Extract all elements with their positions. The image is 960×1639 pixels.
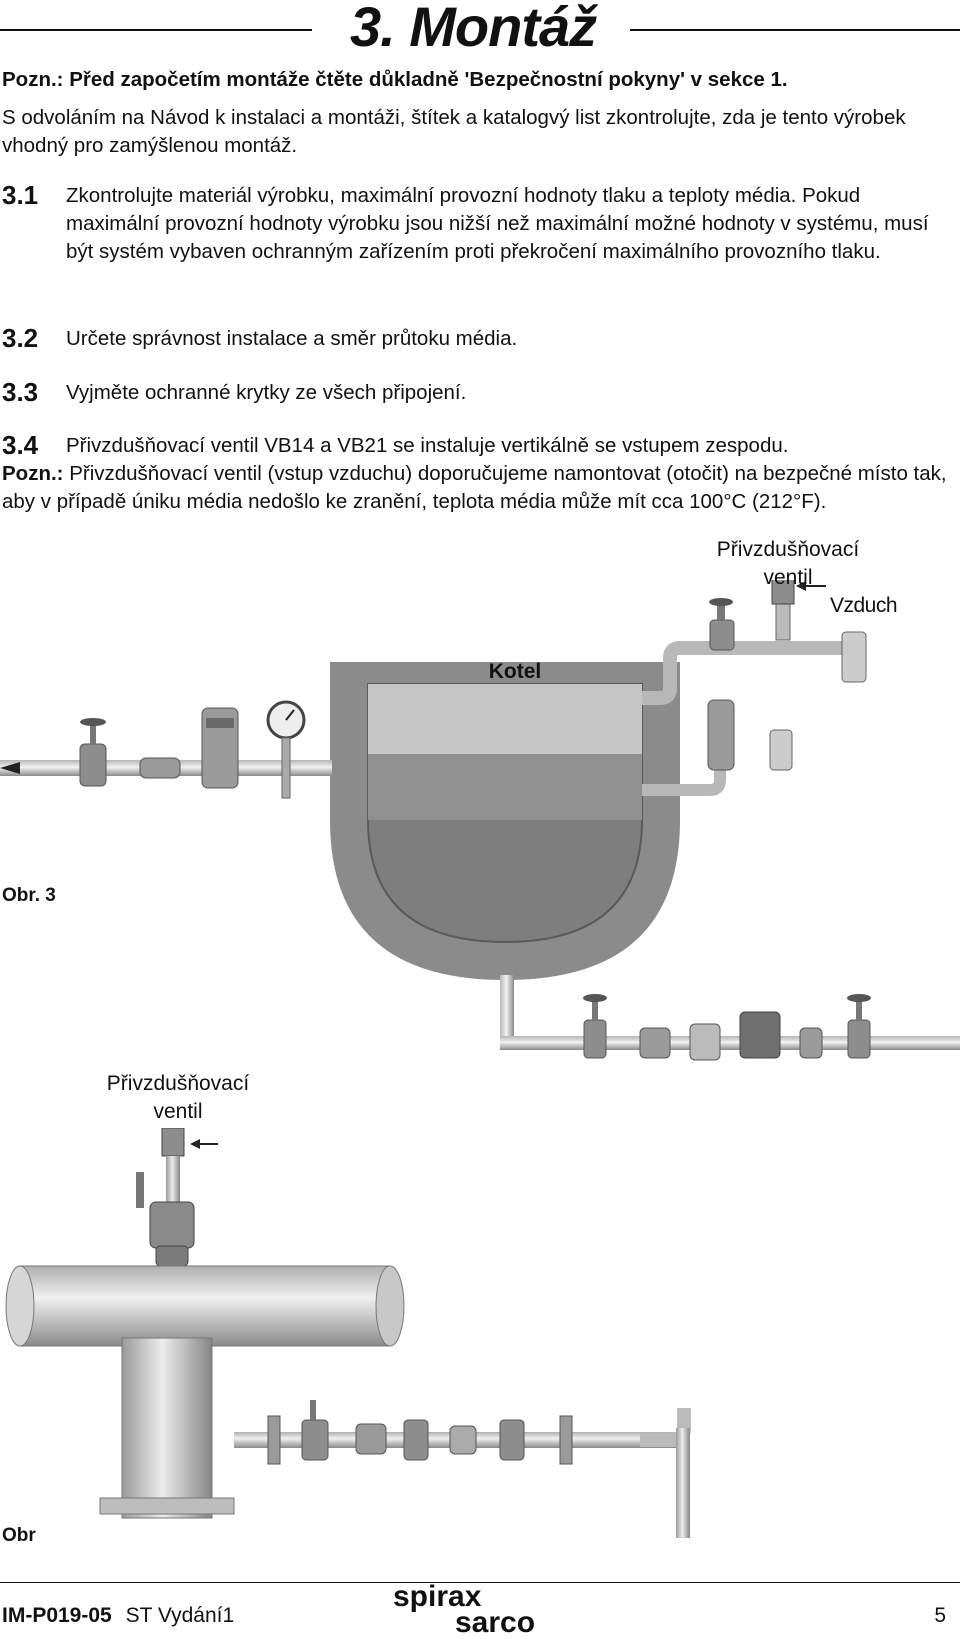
section-text-3-3: Vyjměte ochranné krytky ze všech připoje…	[66, 381, 467, 404]
section-text-3-2: Určete správnost instalace a směr průtok…	[66, 327, 518, 350]
intro-paragraph: S odvoláním na Návod k instalaci a montá…	[2, 106, 906, 157]
boiler-label: Kotel	[488, 660, 542, 683]
page-header: 3. Montáž	[0, 0, 960, 60]
section-number-3-2: 3.2	[2, 323, 39, 353]
drain-line-with-fittings	[234, 1400, 691, 1538]
note2-label: Pozn.:	[2, 462, 64, 485]
notice-label: Pozn.:	[2, 68, 64, 91]
note-valve-placement: Pozn.: Přivzdušňovací ventil (vstup vzdu…	[2, 460, 957, 516]
spirax-sarco-logo: spirax sarco	[393, 1582, 535, 1638]
figure1-valve-label-line2: ventil	[763, 566, 813, 589]
figure1-caption: Obr. 3	[2, 885, 56, 906]
notice-text: Před započetím montáže čtěte důkladně 'B…	[69, 68, 788, 91]
figure2-caption: Obr	[2, 1525, 36, 1546]
boiler-installation-diagram	[0, 580, 960, 1061]
section-number-3-3: 3.3	[2, 377, 39, 407]
figure2-valve-label-line1: Přivzdušňovací	[106, 1072, 250, 1095]
title-rule-right	[630, 29, 960, 31]
figure2-valve-label-line2: ventil	[153, 1100, 203, 1123]
figure2-valve-label: Přivzdušňovací ventil	[78, 1070, 278, 1126]
main-steam-pipe	[5, 1265, 405, 1519]
safety-notice: Pozn.: Před započetím montáže čtěte důkl…	[2, 66, 957, 94]
section-number-3-4: 3.4	[2, 430, 39, 460]
figure1-valve-label: Přivzdušňovací ventil	[688, 536, 888, 592]
inlet-pipe-line	[0, 700, 332, 799]
section-text-3-1: Zkontrolujte materiál výrobku, maximální…	[66, 184, 929, 263]
logo-bottom-word: sarco	[455, 1606, 536, 1639]
air-label: Vzduch	[830, 594, 898, 617]
footer-rule	[0, 1582, 960, 1583]
edition-label: ST Vydání1	[125, 1604, 235, 1627]
boiler-vessel	[330, 662, 680, 980]
pipeline-installation-diagram	[5, 1128, 691, 1538]
air-vent-assembly	[136, 1128, 218, 1267]
note2-text: Přivzdušňovací ventil (vstup vzduchu) do…	[2, 462, 947, 513]
section-number-3-1: 3.1	[2, 180, 39, 210]
footer-doc-info: IM-P019-05 ST Vydání1	[2, 1604, 234, 1628]
figure1-valve-label-line1: Přivzdušňovací	[716, 538, 860, 561]
doc-code: IM-P019-05	[2, 1604, 112, 1627]
page-title: 3. Montáž	[350, 0, 597, 58]
section-text-3-4: Přivzdušňovací ventil VB14 a VB21 se ins…	[66, 434, 789, 457]
safety-valve	[642, 699, 793, 796]
title-rule-left	[0, 29, 312, 31]
air-vent-pipe	[642, 580, 867, 705]
condensate-outlet-line	[500, 975, 960, 1061]
page-number: 5	[934, 1604, 946, 1627]
logo-top-word: spirax	[393, 1580, 482, 1613]
